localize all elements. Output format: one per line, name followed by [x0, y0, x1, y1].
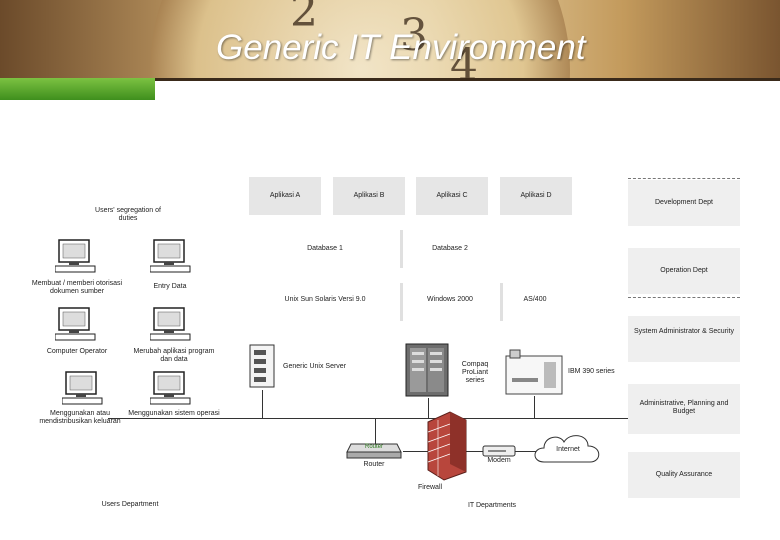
maintain-docs-label: Membuat / memberi otorisasi dokumen sumb… — [28, 280, 126, 296]
firewall-icon — [420, 410, 468, 482]
modem-label: Modem — [480, 457, 518, 465]
workstation-computer-icon — [150, 370, 194, 406]
connector-line — [534, 396, 535, 418]
modem-icon — [482, 444, 516, 458]
change-program-label: Merubah aplikasi program dan data — [128, 348, 220, 364]
app-box-c: Aplikasi C — [416, 177, 488, 215]
ibm-mainframe-icon — [504, 348, 566, 396]
compaq-server-icon — [404, 342, 452, 398]
app-box-b: Aplikasi B — [333, 177, 405, 215]
router-label: Router — [350, 461, 398, 469]
internet-label: Internet — [540, 446, 596, 454]
dept-operation: Operation Dept — [628, 248, 740, 294]
dept-development: Development Dept — [628, 180, 740, 226]
app-box-a: Aplikasi A — [249, 177, 321, 215]
layer-separator — [400, 230, 403, 268]
platform-as400-label: AS/400 — [510, 296, 560, 304]
unix-server-icon — [248, 344, 278, 390]
dept-sysadmin-security: System Administrator & Security — [628, 316, 740, 362]
ibm-label: IBM 390 series — [568, 368, 615, 376]
use-os-label: Menggunakan sistem operasi — [124, 410, 224, 418]
unix-server-label: Generic Unix Server — [283, 363, 346, 371]
workstation-computer-icon — [55, 238, 99, 274]
workstation-computer-icon — [62, 370, 106, 406]
dept-admin-planning: Administrative, Planning and Budget — [628, 384, 740, 434]
dept-quality-assurance: Quality Assurance — [628, 452, 740, 498]
connector-line — [375, 418, 376, 444]
platform-windows-label: Windows 2000 — [410, 296, 490, 304]
platform-unix-label: Unix Sun Solaris Versi 9.0 — [265, 296, 385, 304]
firewall-label: Firewall — [410, 484, 450, 492]
workstation-computer-icon — [55, 306, 99, 342]
users-department-label: Users Department — [80, 501, 180, 509]
layer-separator — [500, 283, 503, 321]
app-box-d: Aplikasi D — [500, 177, 572, 215]
entry-data-label: Entry Data — [140, 283, 200, 291]
it-departments-label: IT Departments — [452, 502, 532, 510]
database-1-label: Database 1 — [285, 245, 365, 253]
dashed-divider — [628, 178, 740, 179]
workstation-computer-icon — [150, 306, 194, 342]
layer-separator — [400, 283, 403, 321]
users-segregation-label: Users' segregation of duties — [88, 207, 168, 223]
network-bus-line — [108, 418, 670, 419]
router-icon-label: Router — [345, 444, 403, 451]
database-2-label: Database 2 — [410, 245, 490, 253]
connector-line — [262, 390, 263, 418]
workstation-computer-icon — [150, 238, 194, 274]
compaq-label: Compaq ProLiant series — [452, 361, 498, 385]
dashed-divider — [628, 297, 740, 298]
computer-operator-label: Computer Operator — [33, 348, 121, 356]
